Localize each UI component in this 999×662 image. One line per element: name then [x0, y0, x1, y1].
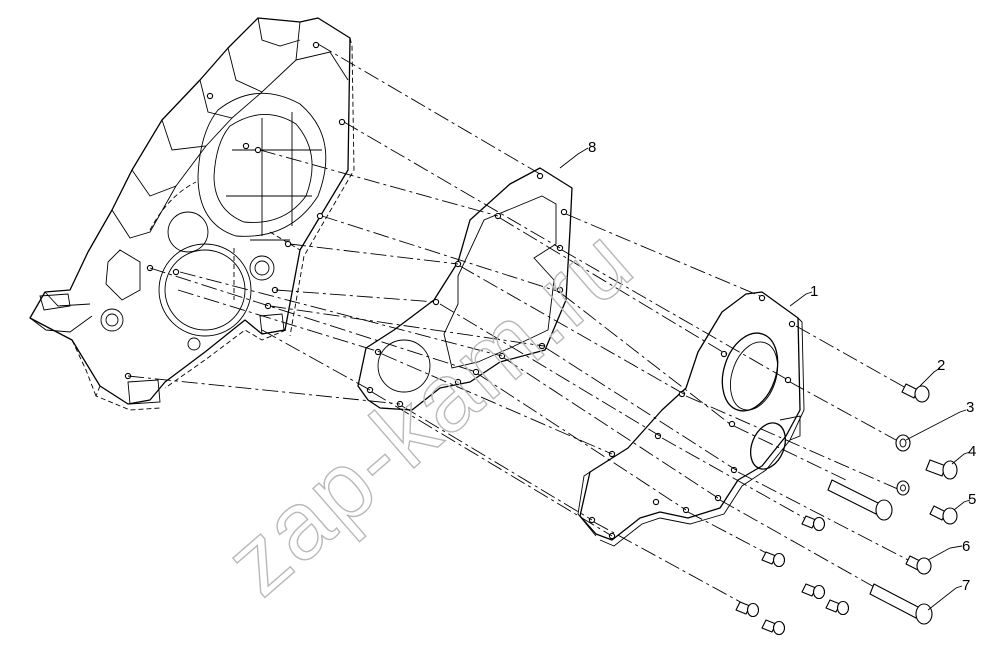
watermark: zap-kam.ru: [206, 207, 654, 616]
gasket-bolt-holes: [366, 172, 568, 408]
cover-bolt-holes: [588, 294, 796, 540]
small-bolt: [735, 601, 760, 618]
flange-bolt-short: [901, 383, 930, 403]
callout-leaders: [559, 147, 971, 611]
hex-bolt: [925, 459, 958, 480]
callout-labels: 1 2 3 4 5 6 7 8: [588, 139, 976, 594]
callout-7: 7: [962, 577, 970, 594]
callout-3: 3: [966, 399, 974, 416]
gasket: [357, 167, 573, 411]
callout-8: 8: [588, 139, 596, 156]
washer: [895, 434, 911, 452]
alignment-lines: [127, 43, 913, 605]
long-bolt-lower: [869, 583, 933, 625]
small-bolt: [761, 551, 786, 568]
long-bolt-upper: [827, 479, 893, 521]
flange-bolt-medium: [905, 555, 932, 575]
small-bolt: [801, 515, 826, 532]
fasteners: [735, 383, 958, 636]
small-bolt: [825, 599, 850, 616]
callout-1: 1: [810, 283, 818, 300]
cap-screw: [929, 505, 958, 525]
gear-housing: [29, 17, 355, 411]
callout-5: 5: [968, 491, 976, 508]
cover-plate: [577, 291, 805, 547]
callout-2: 2: [937, 357, 945, 374]
small-bolt: [801, 583, 826, 600]
small-bolt: [761, 619, 786, 636]
callout-4: 4: [968, 443, 976, 460]
callout-6: 6: [962, 538, 970, 555]
washer-small: [896, 480, 910, 496]
